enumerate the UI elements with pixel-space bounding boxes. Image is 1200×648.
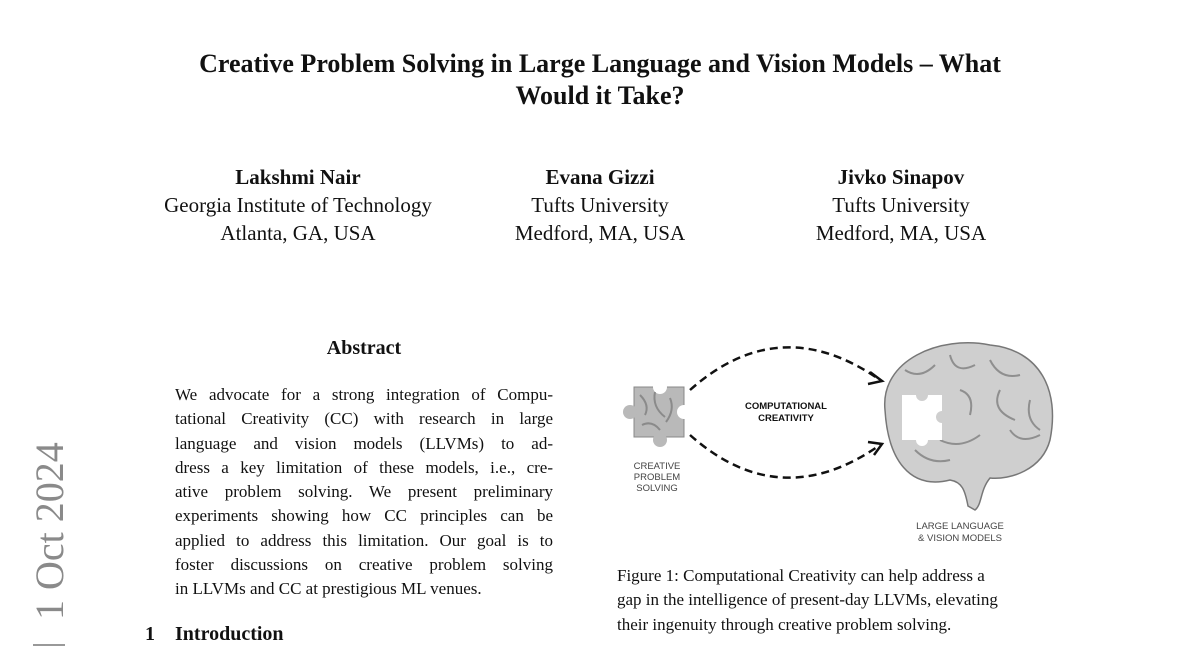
arxiv-side-stamp: 1 Oct 2024	[27, 442, 72, 620]
figure-1: COMPUTATIONAL CREATIVITY CREATIVE PROBLE…	[623, 342, 1054, 544]
author-affiliation: Georgia Institute of Technology	[164, 193, 432, 217]
author-block: Evana Gizzi Tufts University Medford, MA…	[430, 163, 770, 247]
abstract-heading: Abstract	[326, 337, 402, 359]
section-number: 1	[145, 623, 155, 645]
author-location: Medford, MA, USA	[815, 221, 987, 245]
abstract-line: tational Creativity (CC) with research i…	[175, 409, 553, 429]
abstract-line: ative problem solving. We present prelim…	[175, 482, 553, 502]
figure-label-left: CREATIVE	[634, 461, 681, 472]
author-block: Jivko Sinapov Tufts University Medford, …	[731, 163, 1071, 247]
author-name: Lakshmi Nair	[235, 165, 361, 189]
caption-line: Figure 1: Computational Creativity can h…	[617, 566, 985, 585]
figure-caption: Figure 1: Computational Creativity can h…	[617, 564, 1059, 637]
figure-label-left: PROBLEM	[634, 472, 681, 483]
figure-label-center: COMPUTATIONAL	[745, 401, 827, 412]
title-line: Creative Problem Solving in Large Langua…	[199, 49, 1001, 78]
author-block: Lakshmi Nair Georgia Institute of Techno…	[128, 163, 468, 247]
caption-line: their ingenuity through creative problem…	[617, 614, 952, 634]
abstract-line: in LLVMs and CC at prestigious ML venues…	[175, 579, 482, 599]
figure-label-center: CREATIVITY	[758, 413, 814, 424]
section-heading: 1 Introduction	[145, 623, 284, 646]
title-line: Would it Take?	[515, 81, 685, 110]
arrow-bottom	[689, 434, 881, 479]
abstract-line: foster discussions on creative problem s…	[175, 555, 553, 575]
figure-label-right: & VISION MODELS	[918, 533, 1002, 544]
abstract-line: applied to address this limitation. Our …	[175, 530, 553, 550]
author-name: Evana Gizzi	[545, 165, 655, 189]
paper-title: Creative Problem Solving in Large Langua…	[0, 48, 1200, 112]
author-location: Atlanta, GA, USA	[220, 221, 376, 245]
abstract-line: language and vision models (LLVMs) to ad…	[175, 433, 553, 453]
author-affiliation: Tufts University	[531, 193, 669, 217]
author-name: Jivko Sinapov	[837, 165, 965, 189]
section-title: Introduction	[175, 623, 284, 645]
author-affiliation: Tufts University	[832, 193, 970, 217]
abstract-line: We advocate for a strong integration of …	[175, 385, 553, 404]
author-location: Medford, MA, USA	[514, 221, 686, 245]
abstract-line: experiments showing how CC principles ca…	[175, 506, 553, 526]
brain-illustration	[884, 342, 1054, 511]
stamp-rule	[33, 644, 65, 646]
caption-line: gap in the intelligence of present-day L…	[617, 590, 998, 610]
figure-label-left: SOLVING	[636, 483, 678, 494]
abstract-line: dress a key limitation of these models, …	[175, 457, 553, 477]
puzzle-piece-icon	[623, 380, 691, 447]
abstract-body: We advocate for a strong integration of …	[175, 383, 553, 602]
figure-label-right: LARGE LANGUAGE	[916, 521, 1004, 532]
arrow-top	[689, 346, 881, 391]
